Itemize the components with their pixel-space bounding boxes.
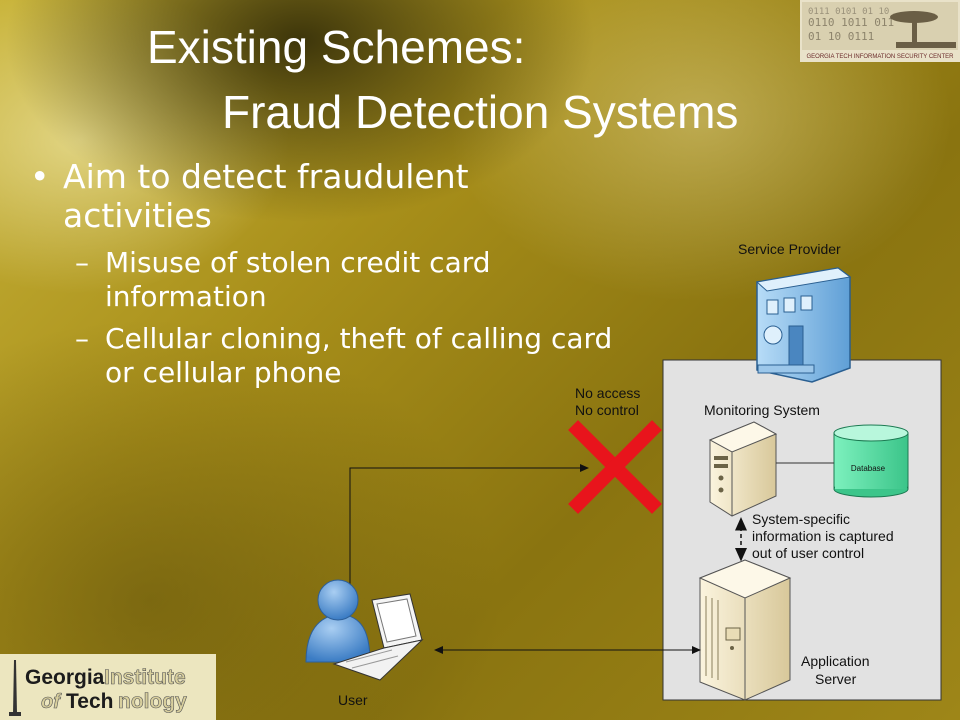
logo-word-institute: Institute xyxy=(104,666,186,689)
laptop-icon xyxy=(332,593,424,681)
slide-title-line2: Fraud Detection Systems xyxy=(222,86,739,138)
tower-icon xyxy=(13,660,17,714)
blocked-x-icon xyxy=(568,420,662,514)
captured-note-line2: information is captured xyxy=(752,528,894,544)
bullet-symbol: • xyxy=(30,157,50,196)
no-access-label: No access xyxy=(575,385,641,401)
sub-bullet-text: Cellular cloning, theft of calling card … xyxy=(105,322,613,389)
user-label: User xyxy=(338,692,368,708)
gtisc-logo: 0111 0101 01 10 0110 1011 011 01 10 0111… xyxy=(800,0,960,62)
monitoring-system-label: Monitoring System xyxy=(704,402,820,418)
bullet-text: Aim to detect fraudulent activities xyxy=(63,157,469,235)
captured-note-line3: out of user control xyxy=(752,545,865,561)
user-icon xyxy=(305,579,371,663)
database-icon xyxy=(833,424,909,498)
binary-text: 0110 1011 011 xyxy=(808,16,894,29)
logo-base xyxy=(896,42,956,48)
sub-bullet-1: – Misuse of stolen credit card informati… xyxy=(75,246,575,314)
application-server-icon xyxy=(698,559,792,701)
logo-word-tech: Tech xyxy=(66,690,113,713)
database-label: Database xyxy=(851,464,886,473)
logo-bg xyxy=(0,654,216,720)
monitoring-server-icon xyxy=(708,421,778,517)
bullet-main: • Aim to detect fraudulent activities xyxy=(30,157,590,235)
no-control-label: No control xyxy=(575,402,639,418)
georgia-tech-logo: Georgia Institute of Tech nology xyxy=(0,654,216,720)
logo-word-of: of xyxy=(41,691,62,713)
sub-bullet-2: – Cellular cloning, theft of calling car… xyxy=(75,322,635,390)
dash-symbol: – xyxy=(75,322,89,355)
sub-bullet-text: Misuse of stolen credit card information xyxy=(105,246,491,313)
slide-title-line1: Existing Schemes: xyxy=(147,21,526,73)
captured-note-line1: System-specific xyxy=(752,511,851,527)
binary-text: 0111 0101 01 10 xyxy=(808,7,889,17)
logo-word-georgia: Georgia xyxy=(25,666,105,689)
application-server-label-line2: Server xyxy=(815,671,857,687)
logo-caption: GEORGIA TECH INFORMATION SECURITY CENTER xyxy=(806,54,954,60)
tower-base xyxy=(9,712,21,716)
user-to-provider-line xyxy=(349,464,589,588)
service-provider-label: Service Provider xyxy=(738,241,841,257)
binary-text: 01 10 0111 xyxy=(808,30,874,43)
dash-symbol: – xyxy=(75,246,89,279)
application-server-label-line1: Application xyxy=(801,653,870,669)
logo-mast xyxy=(912,17,917,45)
building-icon xyxy=(755,267,852,383)
logo-word-nology: nology xyxy=(118,690,187,713)
